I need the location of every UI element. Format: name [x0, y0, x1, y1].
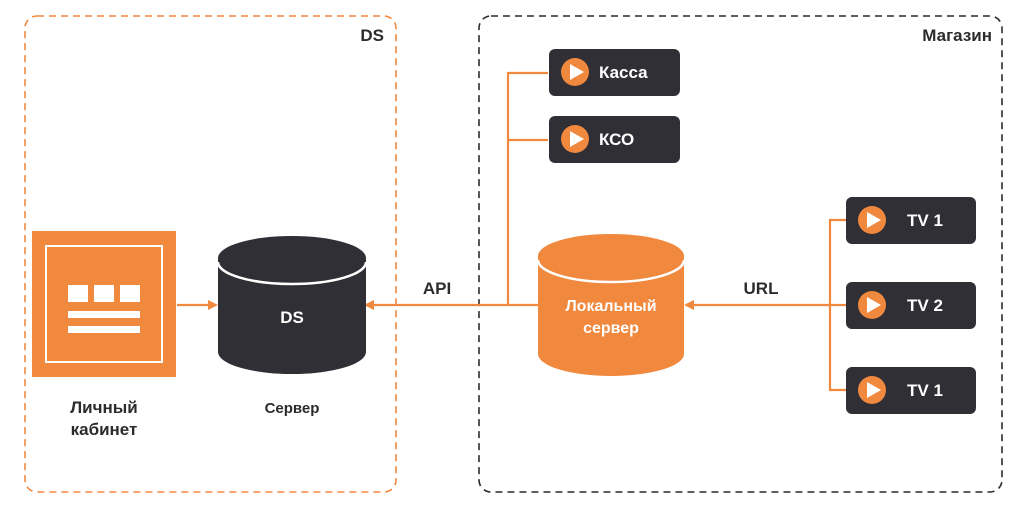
database-cylinder-icon [536, 234, 686, 376]
device-label: TV 1 [907, 211, 943, 230]
device-screen-tv1[interactable]: TV 1 [846, 197, 976, 244]
store-zone: Магазин [478, 15, 1003, 493]
local-server-line2: сервер [583, 320, 639, 337]
store-zone-border [478, 15, 1003, 493]
ds-zone-title: DS [360, 26, 384, 45]
play-icon [561, 58, 589, 86]
device-label: Касса [599, 63, 648, 82]
database-cylinder-icon [216, 236, 368, 374]
local-server[interactable]: Локальный сервер [536, 234, 686, 376]
connectors [177, 71, 846, 392]
url-label: URL [744, 279, 779, 298]
ds-server-caption: Сервер [265, 400, 320, 417]
device-register-kassa[interactable]: Касса [549, 49, 680, 96]
device-label: TV 2 [907, 296, 943, 315]
play-icon [858, 376, 886, 404]
registers-bracket [506, 71, 548, 305]
play-icon [858, 206, 886, 234]
device-register-kso[interactable]: КСО [549, 116, 680, 163]
ds-server-name: DS [280, 308, 304, 327]
ds-server[interactable]: DS Сервер [216, 236, 368, 417]
local-server-line1: Локальный [565, 298, 656, 315]
api-label: API [423, 279, 451, 298]
device-label: TV 1 [907, 381, 943, 400]
play-icon [858, 291, 886, 319]
cabinet-label-line1: Личный [70, 398, 138, 417]
ds-zone-border [24, 15, 397, 493]
cabinet-label-line2: кабинет [71, 420, 138, 439]
ds-zone: DS [24, 15, 397, 493]
cabinet-tile [32, 231, 176, 377]
play-icon [561, 125, 589, 153]
device-screen-tv1-second[interactable]: TV 1 [846, 367, 976, 414]
store-zone-title: Магазин [922, 26, 992, 45]
personal-cabinet[interactable]: Личный кабинет [32, 231, 176, 439]
dashboard-window-icon [45, 245, 163, 363]
device-screen-tv2[interactable]: TV 2 [846, 282, 976, 329]
device-label: КСО [599, 130, 634, 149]
